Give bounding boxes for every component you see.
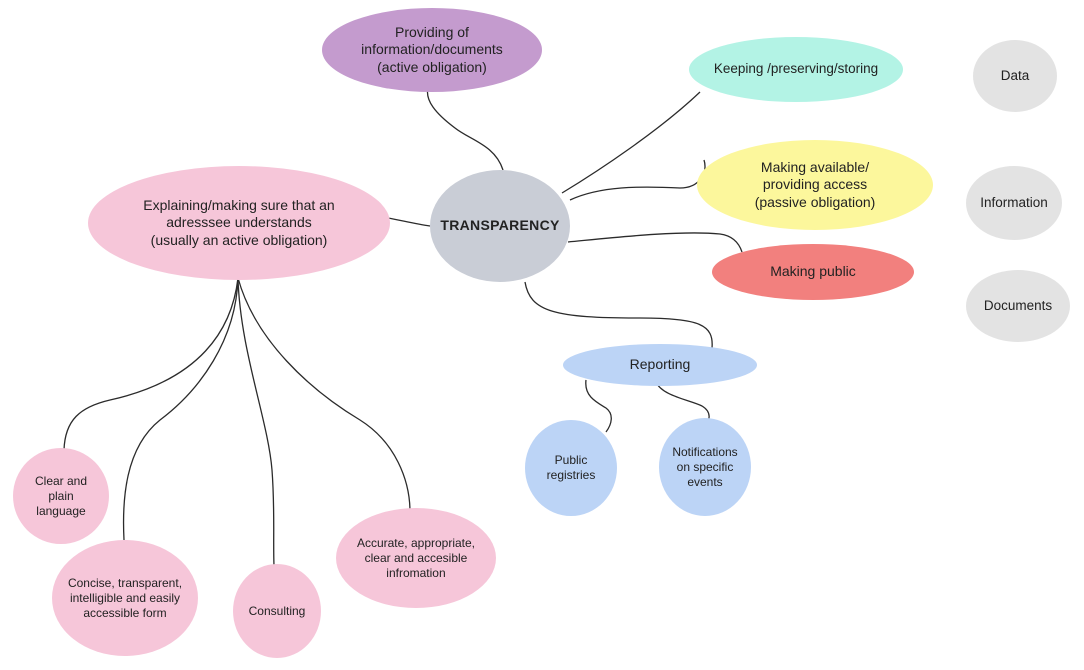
accurate-node: Accurate, appropriate, clear and accesib… (336, 508, 496, 608)
documents-node: Documents (966, 270, 1070, 342)
notifications-node: Notifications on specific events (659, 418, 751, 516)
clear-plain-language-node: Clear and plain language (13, 448, 109, 544)
link-transparency-making-public (567, 232, 743, 253)
link-transparency-providing (426, 87, 504, 171)
reporting-node: Reporting (563, 344, 757, 386)
providing-node: Providing of information/documents (acti… (322, 8, 542, 92)
public-registries-node: Public registries (525, 420, 617, 516)
link-transparency-explaining (387, 217, 431, 227)
making-available-node: Making available/ providing access (pass… (697, 140, 933, 230)
making-public-node: Making public (712, 244, 914, 300)
link-transparency-reporting (524, 281, 713, 349)
keeping-node: Keeping /preserving/storing (689, 37, 903, 102)
information-node: Information (966, 166, 1062, 240)
link-transparency-making-available (569, 159, 706, 201)
link-explaining-accurate (237, 277, 411, 513)
link-reporting-public-registries (585, 379, 612, 433)
concise-node: Concise, transparent, intelligible and e… (52, 540, 198, 656)
transparency-node: TRANSPARENCY (430, 170, 570, 282)
link-transparency-keeping (561, 91, 701, 194)
data-node: Data (973, 40, 1057, 112)
link-explaining-concise (122, 277, 239, 541)
explaining-node: Explaining/making sure that an adresssee… (88, 166, 390, 280)
consulting-node: Consulting (233, 564, 321, 658)
link-explaining-consulting (237, 277, 275, 567)
link-explaining-clear-plain (63, 277, 239, 451)
